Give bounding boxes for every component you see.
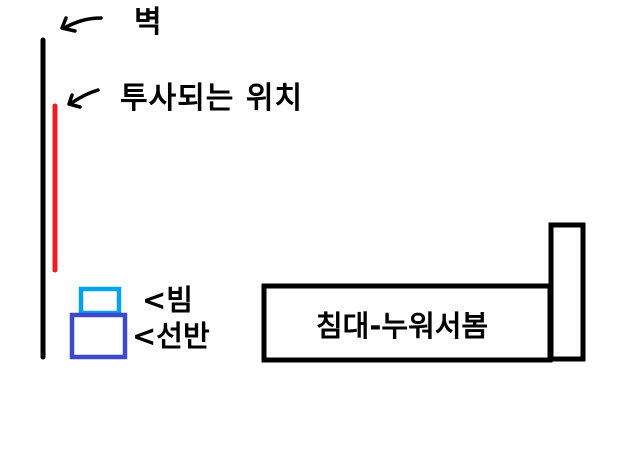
bed-label: 침대-누워서봄 — [316, 309, 489, 343]
arrow-to-projection-icon — [67, 88, 100, 109]
arrow-to-wall-icon — [60, 16, 103, 33]
shelf-label: <선반 — [132, 319, 210, 353]
bed-headboard-box — [548, 222, 586, 362]
wall-label: 벽 — [134, 5, 162, 40]
beam-projector-box — [78, 286, 122, 316]
projection-position-label: 투사되는 위치 — [120, 81, 304, 116]
beam-label: <빔 — [142, 283, 193, 317]
shelf-box — [69, 312, 128, 360]
